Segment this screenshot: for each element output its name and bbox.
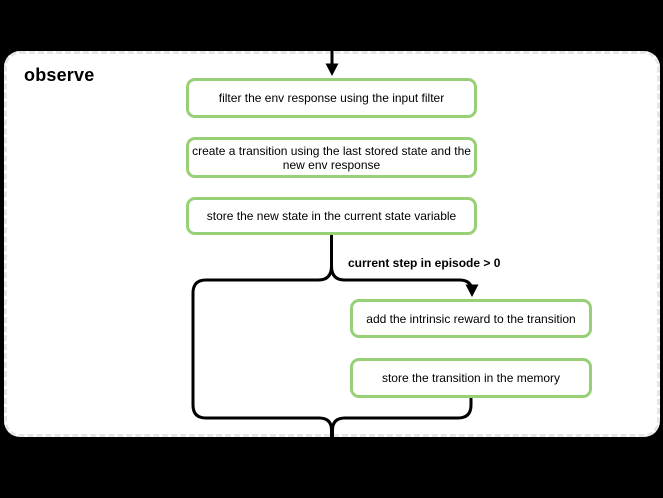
step-filter-env-response: filter the env response using the input … — [186, 78, 477, 118]
step-store-new-state: store the new state in the current state… — [186, 197, 477, 235]
step-label: store the transition in the memory — [381, 371, 561, 385]
step-create-transition: create a transition using the last store… — [186, 137, 477, 178]
branch-return-connector — [331, 397, 473, 446]
skip-branch-connector — [191, 265, 333, 446]
step-label: store the new state in the current state… — [206, 209, 457, 223]
step-label: new env response — [282, 157, 381, 172]
step-label: add the intrinsic reward to the transiti… — [366, 311, 576, 326]
condition-label: current step in episode > 0 — [348, 256, 501, 270]
group-title: observe — [24, 65, 95, 85]
step-label: filter the env response using the input … — [218, 91, 445, 105]
entry-arrowhead-down-icon — [325, 63, 339, 76]
condition-arrowhead-down-icon — [465, 284, 479, 297]
step-add-intrinsic-reward: add the intrinsic reward to the transiti… — [350, 299, 592, 338]
step-store-transition: store the transition in the memory — [350, 358, 592, 398]
step-label: create a transition using the last store… — [192, 143, 471, 158]
